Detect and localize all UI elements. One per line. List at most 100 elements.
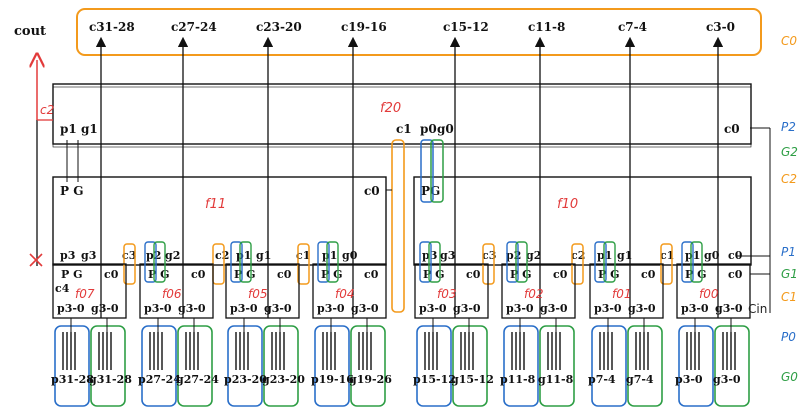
cla-module (139, 263, 214, 319)
carry-output-label: c19-16 (341, 20, 387, 34)
f20-label: f20 (380, 101, 401, 116)
module-c4-label: c4 (55, 282, 70, 295)
legend-label: P1 (781, 245, 796, 259)
level2-p0: p0 (420, 122, 437, 136)
level1-pin-label: c2 (571, 249, 585, 262)
p-highlight-box (681, 241, 694, 283)
level1-pin-label: p2 (506, 249, 521, 262)
level1-pin-label: g1 (617, 249, 632, 262)
legend-label: G1 (781, 267, 798, 281)
p-highlight-box (317, 241, 330, 283)
p-input-group (503, 325, 539, 407)
module-g-label: g3-0 (453, 302, 481, 315)
module-g-label: g3-0 (91, 302, 119, 315)
g-input-group (714, 325, 750, 407)
module-pg-label: P G (61, 268, 83, 281)
red-x-mark (29, 253, 43, 267)
p-highlight-box (144, 241, 157, 283)
legend-label: P0 (781, 330, 796, 344)
module-p-label: p3-0 (57, 302, 85, 315)
legend-label: P2 (781, 120, 796, 134)
module-p-label: p3-0 (144, 302, 172, 315)
g-highlight-box (326, 241, 339, 283)
p-input-label: p23-20 (224, 373, 267, 386)
level1-pin-label: c0 (728, 249, 743, 262)
level1-left-c0: c0 (364, 184, 380, 198)
level1-left-block (52, 176, 387, 266)
module-pg-label: P G (423, 268, 445, 281)
carry-output-bar (76, 8, 762, 56)
level1-pin-label: c3 (122, 249, 136, 262)
level1-pin-label: g2 (526, 249, 541, 262)
module-pg-label: P G (510, 268, 532, 281)
c2-red-label: c2 (40, 103, 54, 117)
module-c0-label: c0 (364, 268, 379, 281)
carry-output-label: c7-4 (618, 20, 647, 34)
level1-pin-label: c3 (482, 249, 496, 262)
g-highlight-box (603, 241, 616, 283)
module-p-label: p3-0 (419, 302, 447, 315)
g-input-group (177, 325, 213, 407)
level2-c1: c1 (396, 122, 412, 136)
cin-label: Cin (748, 302, 767, 316)
module-tag: f02 (524, 287, 544, 301)
g-highlight-box (153, 241, 166, 283)
level2-p1: p1 (60, 122, 77, 136)
g-input-group (452, 325, 488, 407)
p-input-group (314, 325, 350, 407)
level2-g1: g1 (81, 122, 98, 136)
level2-g-box (430, 139, 444, 203)
g-input-label: g31-28 (89, 373, 132, 386)
cla-module (312, 263, 387, 319)
module-tag: f07 (75, 287, 95, 301)
module-g-label: g3-0 (715, 302, 743, 315)
g-highlight-box (428, 241, 441, 283)
level2-c0: c0 (724, 122, 740, 136)
p-input-label: p7-4 (588, 373, 616, 386)
g-input-group (539, 325, 575, 407)
module-c0-label: c0 (641, 268, 656, 281)
g-input-label: g27-24 (176, 373, 219, 386)
level1-pin-label: g3 (81, 249, 96, 262)
module-p-label: p3-0 (317, 302, 345, 315)
cla-module (52, 263, 127, 319)
legend-label: C0 (781, 34, 797, 48)
cla-module (225, 263, 300, 319)
g-input-label: g7-4 (626, 373, 654, 386)
g-input-label: g23-20 (262, 373, 305, 386)
p-input-label: p27-24 (138, 373, 181, 386)
level1-pin-label: c1 (296, 249, 310, 262)
g-input-label: g11-8 (538, 373, 574, 386)
module-c0-label: c0 (466, 268, 481, 281)
g-input-label: g15-12 (451, 373, 494, 386)
g-input-label: g19-26 (349, 373, 392, 386)
module-tag: f03 (437, 287, 457, 301)
carry-output-label: c11-8 (528, 20, 565, 34)
g-input-label: g3-0 (713, 373, 741, 386)
level1-pin-label: c1 (660, 249, 674, 262)
module-tag: f00 (699, 287, 719, 301)
g-highlight-box (690, 241, 703, 283)
module-c0-label: c0 (277, 268, 292, 281)
module-p-label: p3-0 (230, 302, 258, 315)
p-input-label: p31-28 (51, 373, 94, 386)
level2-g0: g0 (437, 122, 454, 136)
legend-label: C2 (781, 172, 797, 186)
level1-pin-label: g3 (440, 249, 455, 262)
module-c0-label: c0 (728, 268, 743, 281)
module-g-label: g3-0 (540, 302, 568, 315)
p-input-group (141, 325, 177, 407)
module-tag: f06 (162, 287, 182, 301)
carry-output-label: c31-28 (89, 20, 135, 34)
carry-output-label: c23-20 (256, 20, 302, 34)
level2-inner-border (52, 86, 752, 148)
cla-module (676, 263, 751, 319)
level1-left-pg: P G (60, 184, 83, 198)
p-input-label: p19-16 (311, 373, 354, 386)
c0-level2-carry-box (391, 139, 405, 313)
level2-p-box (420, 139, 434, 203)
f10-label: f10 (557, 197, 578, 212)
legend-label: G0 (781, 370, 798, 384)
cla-module (501, 263, 576, 319)
p-highlight-box (419, 241, 432, 283)
